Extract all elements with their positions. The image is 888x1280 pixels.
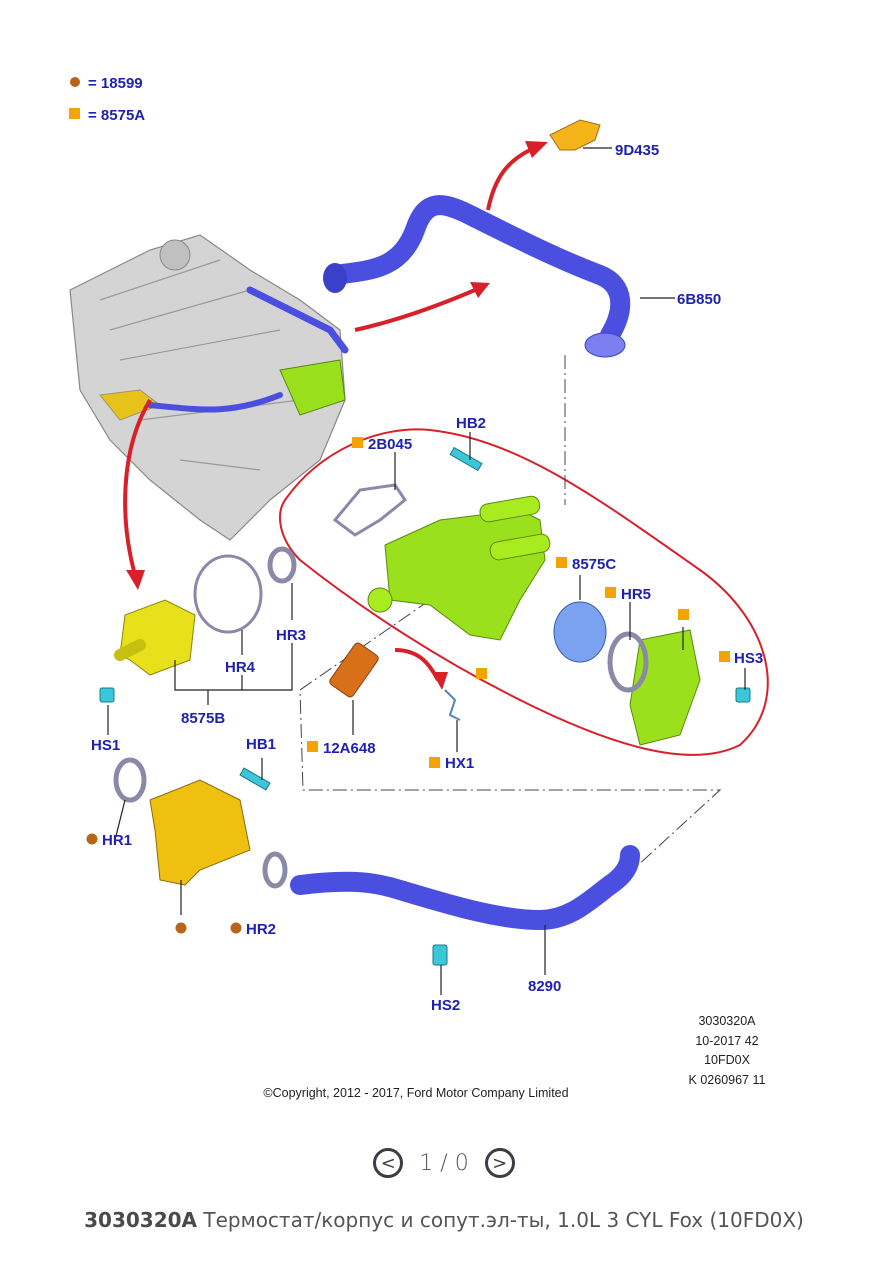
seal-hr4	[193, 554, 263, 634]
label-9d435[interactable]: 9D435	[615, 142, 659, 159]
hose-6b850	[323, 195, 631, 358]
legend-square-8575a	[69, 108, 80, 119]
seal-hr3	[267, 546, 297, 584]
label-hb2[interactable]: HB2	[456, 415, 486, 432]
gasket-2b045	[332, 483, 408, 537]
chevron-right-icon: >	[492, 1152, 508, 1174]
leader-lines	[107, 147, 746, 995]
label-hx1[interactable]: HX1	[445, 755, 474, 772]
prev-page-button[interactable]: <	[373, 1148, 404, 1178]
clip-9d435	[549, 119, 601, 151]
label-8290[interactable]: 8290	[528, 978, 561, 995]
label-hs1[interactable]: HS1	[91, 737, 120, 754]
page-indicator: 1 / 0	[419, 1150, 469, 1176]
clip-hx1	[444, 689, 461, 721]
thermostat-8575c	[553, 601, 607, 663]
arrow-heads	[126, 141, 548, 690]
label-hs3[interactable]: HS3	[734, 650, 763, 667]
diagram-caption: 3030320A Термостат/корпус и сопут.эл-ты,…	[0, 1208, 888, 1232]
label-hr5[interactable]: HR5	[621, 586, 651, 603]
chevron-left-icon: <	[380, 1152, 396, 1174]
legend-8575a: = 8575A	[88, 107, 145, 124]
label-hr1[interactable]: HR1	[102, 832, 132, 849]
label-hr4[interactable]: HR4	[225, 659, 256, 676]
parts-diagram: = 18599 = 8575A	[69, 75, 769, 1100]
label-hr2[interactable]: HR2	[246, 921, 276, 938]
copyright: ©Copyright, 2012 - 2017, Ford Motor Comp…	[263, 1086, 568, 1100]
info-model-code: 10FD0X	[704, 1053, 751, 1067]
seal-hr5	[607, 631, 649, 693]
info-date: 10-2017 42	[695, 1034, 758, 1048]
label-2b045[interactable]: 2B045	[368, 436, 412, 453]
legend-dot-18599	[70, 77, 80, 87]
next-page-button[interactable]: >	[484, 1148, 515, 1178]
seal-hr2	[262, 851, 288, 889]
legend-18599: = 18599	[88, 75, 143, 92]
caption-text: Термостат/корпус и сопут.эл-ты, 1.0L 3 C…	[203, 1208, 804, 1232]
part-markers	[86, 437, 730, 934]
label-6b850[interactable]: 6B850	[677, 291, 721, 308]
label-8575c[interactable]: 8575C	[572, 556, 616, 573]
info-illustration-code: 3030320A	[698, 1014, 756, 1028]
pump-8575b	[119, 599, 196, 676]
sensor-12a648	[329, 642, 379, 698]
caption-code: 3030320A	[84, 1208, 198, 1232]
highlight-outline	[279, 428, 769, 756]
label-12a648[interactable]: 12A648	[323, 740, 376, 757]
bolts	[99, 446, 751, 966]
label-8575b[interactable]: 8575B	[181, 710, 225, 727]
housing-yellow	[149, 779, 251, 886]
label-hs2[interactable]: HS2	[431, 997, 460, 1014]
engine-block	[69, 234, 349, 541]
seal-hr1	[113, 757, 147, 803]
hose-8290	[290, 845, 640, 931]
info-reference: K 0260967 11	[689, 1073, 766, 1087]
reference-lines	[299, 355, 722, 901]
label-hb1[interactable]: HB1	[246, 736, 276, 753]
pager: < 1 / 0 >	[0, 1148, 888, 1178]
label-hr3[interactable]: HR3	[276, 627, 306, 644]
